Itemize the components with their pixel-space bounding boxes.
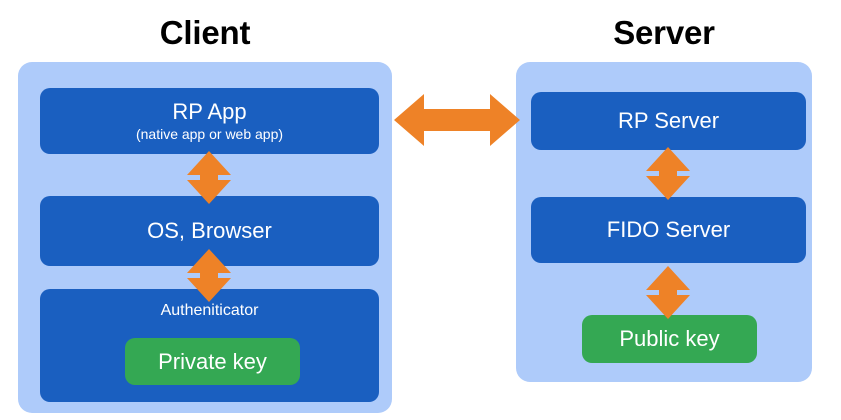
private-key-box[interactable]: Private key — [125, 338, 300, 385]
node-fido-server-label: FIDO Server — [606, 217, 731, 242]
node-rp-server[interactable]: RP Server — [531, 92, 806, 150]
private-key-label: Private key — [158, 348, 267, 374]
client-title: Client — [159, 14, 251, 51]
node-fido-server[interactable]: FIDO Server — [531, 197, 806, 263]
arrow-rp-app-to-os-browser-icon — [186, 151, 232, 204]
node-rp-app-sublabel: (native app or web app) — [135, 126, 284, 142]
arrow-rp-server-to-fido-server-icon — [645, 147, 691, 200]
node-rp-server-label: RP Server — [617, 108, 720, 133]
server-title: Server — [613, 14, 715, 51]
arrow-fido-server-to-public-key-icon — [645, 266, 691, 319]
node-authenticator-label: Autheniticator — [160, 302, 259, 319]
node-rp-app[interactable]: RP App (native app or web app) — [40, 88, 379, 154]
arrow-rp-app-to-rp-server-icon — [394, 93, 520, 147]
public-key-label: Public key — [619, 326, 720, 351]
arrow-os-browser-to-authenticator-icon — [186, 249, 232, 302]
node-os-browser-label: OS, Browser — [147, 218, 272, 243]
node-rp-app-label: RP App — [172, 99, 247, 124]
public-key-box[interactable]: Public key — [582, 315, 757, 363]
